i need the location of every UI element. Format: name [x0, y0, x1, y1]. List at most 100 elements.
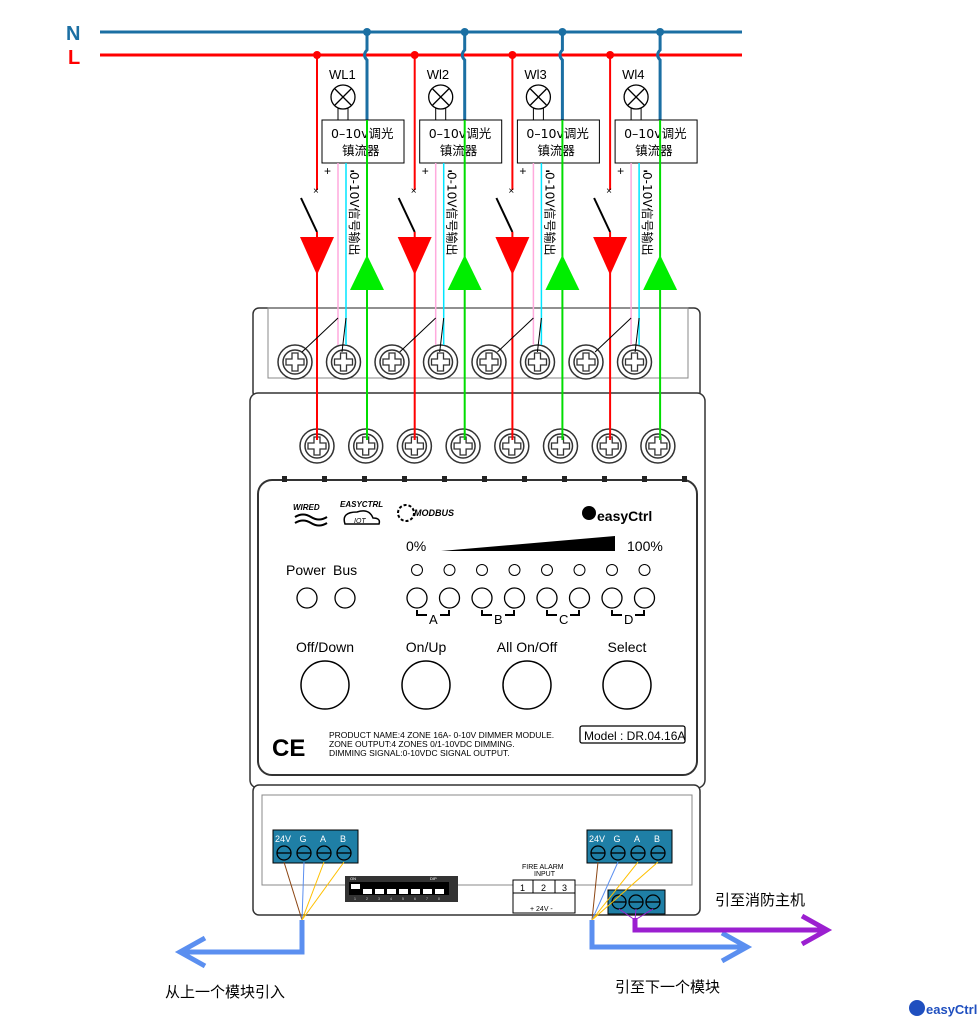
svg-text:ON: ON [350, 876, 356, 881]
all-on-off-button[interactable] [502, 660, 552, 710]
off-down-button[interactable] [300, 660, 350, 710]
zone-channel-led [536, 587, 558, 609]
bus-terminal-screw [296, 845, 312, 861]
zone-channel-led [503, 587, 526, 609]
lead-wire [594, 317, 632, 353]
lead-wire [341, 317, 347, 353]
lead-wire [634, 317, 640, 353]
brand-logo-e [582, 506, 596, 520]
button-label: Off/Down [296, 639, 354, 655]
bus-terminal-label: A [634, 834, 640, 844]
dip-number: 5 [402, 897, 404, 901]
dip-number: 7 [426, 897, 428, 901]
on-up-button[interactable] [401, 660, 451, 710]
button-label: On/Up [406, 639, 447, 655]
line-arrow-icon [495, 237, 530, 275]
neutral-drop [656, 32, 662, 120]
signal-arrow-icon [545, 255, 580, 290]
lamp-label: Wl4 [622, 67, 644, 82]
svg-text:INPUT: INPUT [534, 871, 556, 878]
switch-icon [495, 197, 514, 233]
zone-group-label: D [624, 612, 633, 627]
zone-indicator-led [638, 564, 651, 576]
zone-channel-led [601, 587, 623, 609]
fire-out-arrow [632, 913, 833, 947]
dip-switch-lever[interactable] [435, 889, 444, 894]
dip-switch-lever[interactable] [411, 889, 420, 894]
zone-indicator-led [606, 564, 618, 576]
button-label: All On/Off [497, 639, 558, 655]
fire-alarm-title: FIRE ALARM [522, 864, 564, 871]
dip-switch-lever[interactable] [423, 889, 432, 894]
product-line-3: DIMMING SIGNAL:0-10VDC SIGNAL OUTPUT. [329, 748, 510, 758]
lead-wire [301, 317, 339, 353]
bus-led [334, 587, 356, 609]
logo-wired: WIRED [293, 503, 320, 512]
bus-terminal-label: B [340, 834, 346, 844]
signal-arrow-icon [350, 255, 384, 290]
bus-out-arrow [589, 920, 753, 964]
lamp-cross [432, 88, 450, 106]
neutral-drop [558, 32, 564, 120]
bottom-terminal-screw [542, 428, 579, 464]
ballast-line1: 0–10v调光 [624, 126, 687, 141]
bus-terminal-label: 24V [589, 834, 605, 844]
zone-channel-led [406, 587, 428, 609]
bus-terminal-label: A [320, 834, 326, 844]
switch-contact: × [313, 186, 319, 197]
bus-label: Bus [333, 562, 357, 578]
junction-dot [313, 51, 321, 59]
line-arrow-icon [300, 237, 334, 275]
bus-terminal-screw [650, 845, 666, 861]
bottom-terminal-screw [347, 428, 384, 464]
bus-terminal-screw [630, 845, 646, 861]
dip-switch-lever[interactable] [375, 889, 384, 894]
watermark-logo-e [909, 1000, 925, 1016]
wave-icon [294, 513, 328, 527]
lamp-base [630, 107, 642, 121]
lamp-label: Wl2 [427, 67, 449, 82]
bus-terminal-screw [610, 845, 626, 861]
zone-bracket [481, 610, 515, 616]
plus-label: + [519, 164, 526, 178]
power-label: Power [286, 562, 326, 578]
zone-group-label: B [494, 612, 503, 627]
signal-arrow-icon [643, 255, 678, 290]
select-button[interactable] [602, 660, 652, 710]
bus-terminal-label: G [299, 834, 306, 844]
ballast-line1: 0–10v调光 [526, 126, 589, 141]
zone-bracket [611, 610, 645, 616]
modbus-icon [397, 504, 415, 522]
lamp-cross [529, 88, 547, 106]
neutral-drop [460, 32, 467, 120]
dip-switch-lever[interactable] [399, 889, 408, 894]
signal-label: 0-10V信号输出 [542, 172, 557, 255]
switch-contact: × [411, 186, 417, 197]
lamp-base [435, 107, 447, 121]
brand-logo: easyCtrl [597, 508, 652, 524]
dimming-ramp [441, 536, 615, 551]
dip-switch-lever[interactable] [363, 889, 372, 894]
ballast-line2: 镇流器 [635, 143, 673, 158]
ce-mark: CE [272, 735, 305, 762]
zone-group-label: A [429, 612, 438, 627]
bus-terminal-label: 24V [275, 834, 291, 844]
zone-indicator-led [476, 564, 488, 576]
top-terminal-screw [277, 344, 313, 380]
ballast-box [614, 119, 698, 164]
model-label: Model : DR.04.16A [584, 729, 685, 743]
dip-switch-lever[interactable] [387, 889, 396, 894]
dip-number: 4 [390, 897, 392, 901]
dip-number: 3 [378, 897, 380, 901]
scale-min: 0% [406, 538, 426, 554]
zone-channel-led [471, 587, 493, 609]
dip-switch-lever[interactable] [351, 884, 360, 889]
bus-terminal-screw [276, 845, 292, 861]
junction-dot [410, 51, 419, 59]
bus-terminal-screw [336, 845, 352, 861]
lamp-base [337, 107, 349, 121]
